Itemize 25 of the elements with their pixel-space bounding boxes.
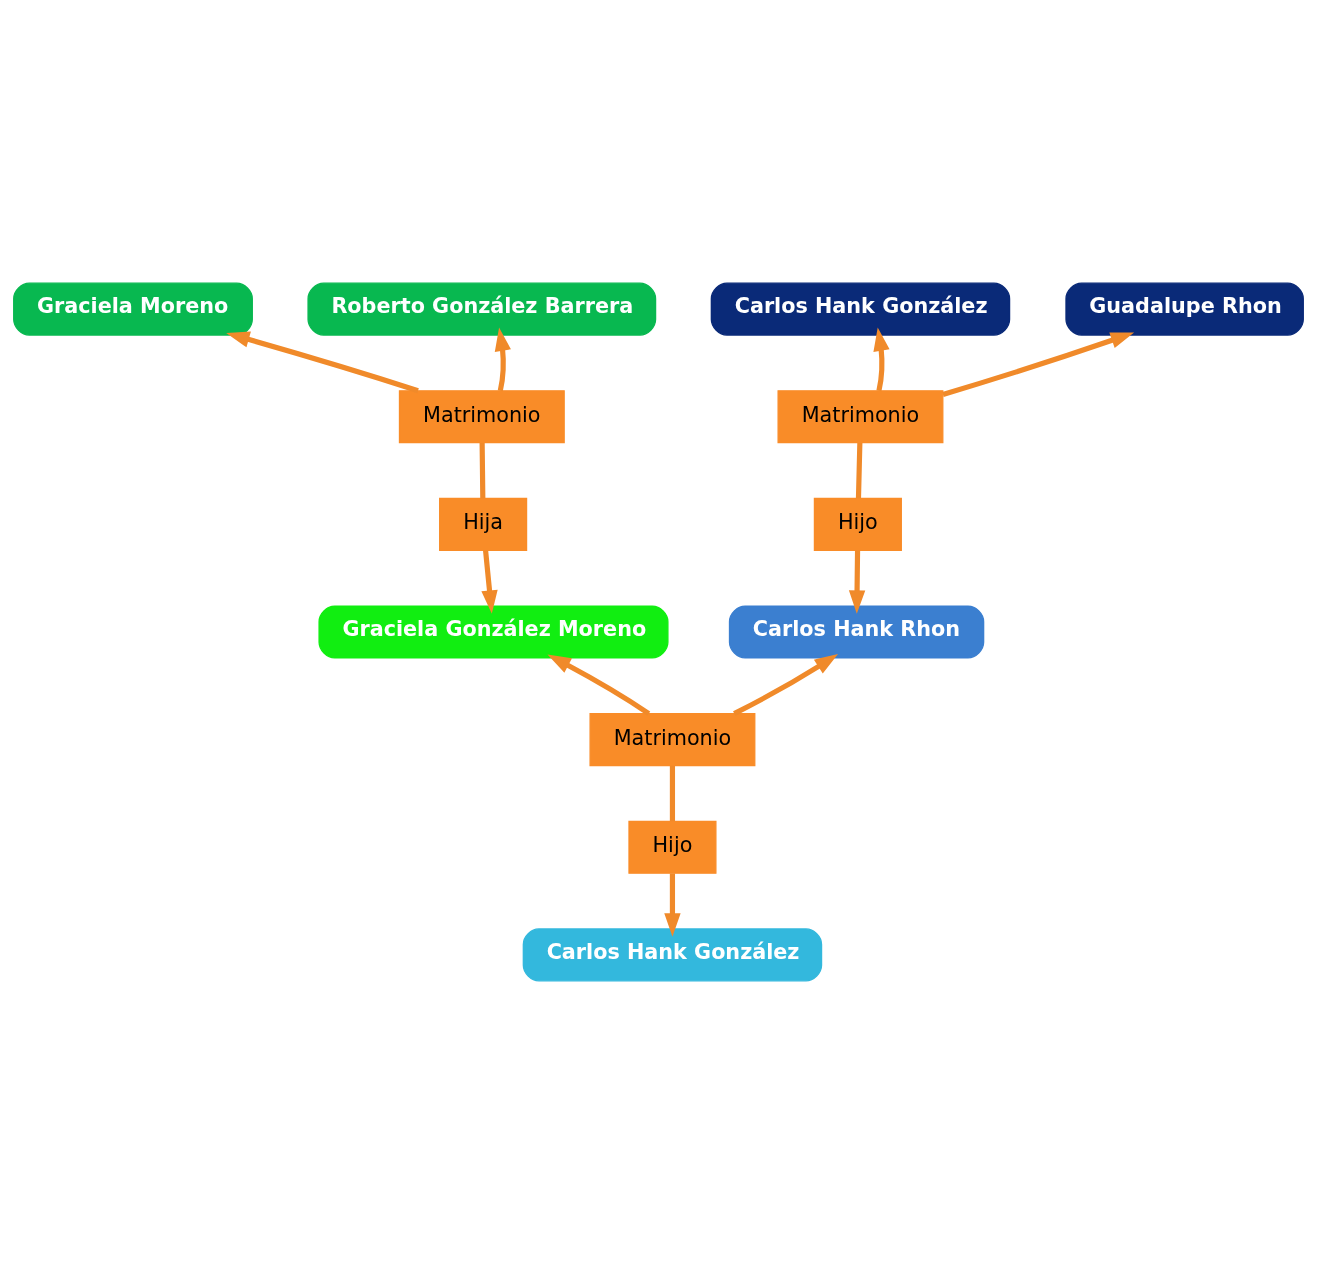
- node-box: Carlos Hank González: [710, 282, 1011, 336]
- arrow: [481, 550, 498, 614]
- node-box: Carlos Hank Rhon: [728, 605, 985, 659]
- node-box: Hijo: [628, 820, 717, 874]
- arrow: [942, 332, 1135, 397]
- node-box: Matrimonio: [398, 390, 565, 444]
- connector: [479, 442, 486, 499]
- arrow: [664, 873, 681, 937]
- node-box: Carlos Hank González: [522, 928, 823, 982]
- node-box: Graciela Moreno: [13, 282, 253, 336]
- arrow: [494, 327, 511, 392]
- connector: [855, 442, 863, 499]
- arrow: [547, 654, 651, 716]
- arrow: [226, 331, 419, 394]
- node-box: Roberto González Barrera: [307, 282, 657, 336]
- arrow: [873, 327, 890, 392]
- connector: [669, 765, 676, 822]
- node-box: Hija: [439, 497, 528, 551]
- node-box: Matrimonio: [777, 390, 944, 444]
- node-box: Matrimonio: [589, 713, 756, 767]
- arrow: [848, 550, 866, 614]
- arrow: [733, 653, 839, 716]
- node-box: Hijo: [813, 497, 902, 551]
- node-box: Guadalupe Rhon: [1065, 282, 1304, 336]
- node-box: Graciela González Moreno: [318, 605, 669, 659]
